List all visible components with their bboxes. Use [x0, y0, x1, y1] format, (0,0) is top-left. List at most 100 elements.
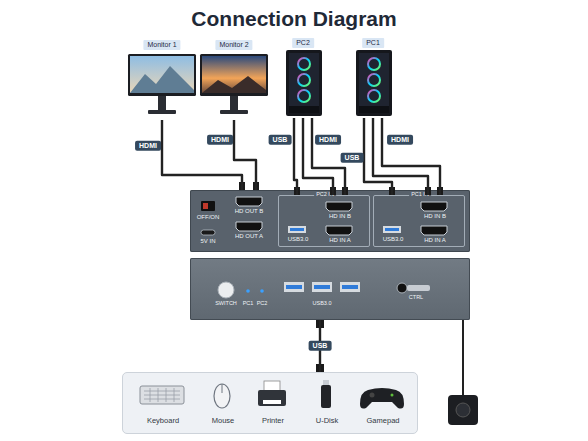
- monitor-illustration: [202, 76, 266, 93]
- keyboard-icon: [140, 386, 184, 404]
- pc-input-group: PC1 INHD IN BUSB3.0HD IN A: [373, 195, 465, 247]
- usb-port: [385, 228, 399, 231]
- port-label: HD OUT A: [235, 233, 263, 240]
- keyboard-icon: [144, 388, 180, 402]
- gamepad-icon: [391, 394, 394, 397]
- usb-port: [284, 282, 304, 292]
- group-label: PC2 IN: [314, 191, 336, 197]
- monitor-illustration: [130, 56, 194, 93]
- monitor-illustration: [230, 96, 238, 110]
- peripheral-label: Printer: [262, 417, 284, 426]
- cable-plug: [316, 364, 324, 372]
- usb-port: [340, 282, 360, 292]
- port-label: 5V IN: [200, 238, 215, 245]
- diagram-title: Connection Diagram: [0, 7, 588, 31]
- cable-plug: [239, 182, 245, 190]
- cable-plug: [425, 187, 431, 195]
- port-label: HD IN A: [329, 237, 351, 244]
- port-label: HD OUT B: [235, 208, 264, 215]
- cable-plug: [239, 182, 443, 372]
- usb-port: [342, 285, 358, 289]
- port-label: USB3.0: [313, 300, 332, 306]
- port-label: HD IN A: [424, 237, 446, 244]
- cable-connector: [364, 118, 392, 195]
- u-disk-icon: [323, 380, 329, 386]
- port-label: CTRL: [409, 294, 423, 300]
- peripheral-label: Keyboard: [147, 417, 179, 426]
- cable-plug: [294, 187, 300, 195]
- mouse-icon: [214, 384, 230, 408]
- cable-connector: [373, 118, 428, 195]
- usb-port: [383, 226, 401, 233]
- usb-port: [284, 226, 401, 292]
- peripheral-label: Gamepad: [367, 417, 400, 426]
- remote-controller: [448, 395, 478, 425]
- gamepad-icon: [370, 393, 375, 398]
- port-label: USB3.0: [383, 236, 404, 243]
- pc-tower-illustration: [298, 90, 310, 102]
- ctrl-jack: [397, 283, 430, 293]
- pc-tower-illustration: [359, 53, 389, 113]
- pc-node: PC2: [278, 38, 328, 118]
- monitor-illustration: [128, 54, 196, 96]
- port-label: USB3.0: [288, 236, 309, 243]
- peripheral-label: Mouse: [212, 417, 235, 426]
- mouse-icon: [222, 384, 223, 393]
- cable-plug: [342, 187, 348, 195]
- monitor-illustration: [200, 54, 268, 96]
- device-label: PC2: [292, 38, 314, 48]
- pc-node: PC1: [348, 38, 398, 118]
- led-label: PC1: [243, 300, 254, 306]
- port-label: HD IN B: [424, 213, 446, 220]
- remote-controller: [456, 403, 470, 417]
- cable-label: USB: [309, 341, 332, 351]
- monitor-illustration: [220, 110, 248, 114]
- usb-port: [312, 282, 332, 292]
- printer-icon: [258, 381, 286, 406]
- pc-tower-illustration: [356, 50, 392, 116]
- cable-plug: [389, 187, 395, 195]
- pc-tower-illustration: [289, 53, 319, 113]
- power-switch: [201, 201, 215, 211]
- monitor-illustration: [200, 54, 268, 114]
- led-label: PC2: [257, 300, 268, 306]
- indicator-led: [260, 289, 264, 293]
- cable-plug: [437, 187, 443, 195]
- pc-tower-illustration: [368, 74, 380, 86]
- port-label: OFF/ON: [197, 214, 220, 221]
- kvm-back-panel: OFF/ON 5V IN HD OUT B HD OUT A PC2 IN HD IN B…: [190, 190, 470, 252]
- peripheral-tray: KeyboardMousePrinterU-DiskGamepad: [122, 372, 418, 434]
- cable-connector: [294, 118, 297, 195]
- cable-label: HDMI: [315, 135, 341, 145]
- gamepad-icon: [360, 388, 404, 409]
- hdmi-port: [326, 202, 352, 211]
- monitor-node: Monitor 2: [198, 40, 270, 120]
- keyboard-icon: [140, 386, 184, 404]
- pc-tower-illustration: [289, 106, 319, 113]
- ctrl-jack: [397, 283, 407, 293]
- indicator-led: [246, 289, 264, 293]
- printer-icon: [264, 381, 280, 391]
- cable-connector: [303, 118, 333, 195]
- cable-label: HDMI: [207, 135, 233, 145]
- usb-port: [290, 228, 304, 231]
- usb-port: [286, 285, 302, 289]
- printer-icon: [263, 400, 281, 404]
- u-disk-icon: [321, 385, 331, 408]
- cable-plug: [330, 187, 336, 195]
- pc-tower-illustration: [298, 74, 310, 86]
- hdmi-port: [421, 202, 447, 211]
- hdmi-port: [236, 222, 262, 231]
- pc-tower-illustration: [298, 58, 310, 70]
- usb-port: [314, 285, 330, 289]
- usb-port: [288, 226, 306, 233]
- button-label: SWITCH: [215, 300, 237, 306]
- port-label: HD IN B: [329, 213, 351, 220]
- cable-label: HDMI: [387, 135, 413, 145]
- pc-tower-illustration: [368, 90, 380, 102]
- pc-input-group: PC2 INHD IN BUSB3.0HD IN A: [278, 195, 370, 247]
- device-label: PC1: [362, 38, 384, 48]
- monitor-illustration: [128, 54, 196, 114]
- ctrl-jack: [407, 285, 430, 291]
- pc-tower-illustration: [368, 58, 380, 70]
